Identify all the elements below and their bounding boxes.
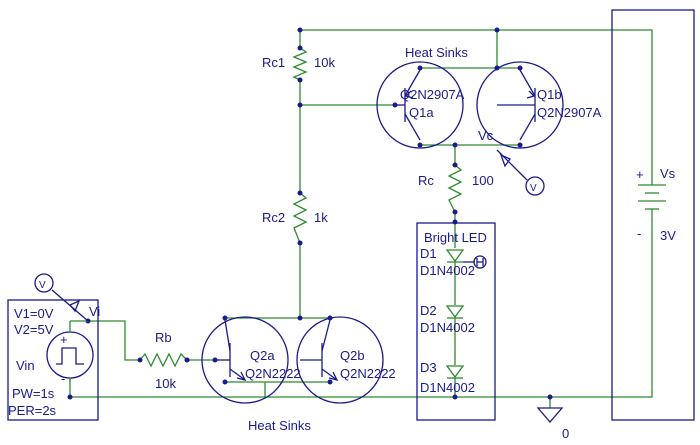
label-q1a: Q1a: [409, 105, 434, 120]
label-pw: PW=1s: [12, 386, 55, 401]
diode-block: [416, 222, 496, 421]
label-rc-value: 100: [472, 173, 494, 188]
label-ground: 0: [562, 426, 569, 441]
junction-dots: [67, 27, 553, 400]
label-vin-minus: -: [61, 371, 65, 386]
label-d1-model: D1N4002: [420, 263, 475, 278]
vs-source-box: [611, 9, 695, 421]
resistor-rc1: [292, 27, 308, 83]
label-rc2: Rc2: [262, 210, 285, 225]
label-vs: Vs: [660, 166, 676, 181]
label-rc: Rc: [418, 173, 434, 188]
label-q1a-model: Q2N2907A: [400, 87, 465, 102]
label-q2b-model: Q2N2222: [340, 366, 396, 381]
diode-d1: [445, 249, 465, 263]
label-rc2-value: 1k: [314, 210, 328, 225]
label-bright-led: Bright LED: [424, 230, 487, 245]
vin-source-box: [7, 299, 99, 421]
label-d2: D2: [420, 303, 437, 318]
resistor-rb: [137, 352, 190, 368]
voltage-probe-vc-icon: [496, 149, 545, 196]
label-rb-value: 10k: [155, 376, 176, 391]
label-d1: D1: [420, 246, 437, 261]
label-heat-sinks-bottom: Heat Sinks: [248, 418, 311, 433]
label-v2: V2=5V: [14, 322, 54, 337]
label-vs-value: 3V: [660, 228, 676, 243]
label-heat-sinks-top: Heat Sinks: [405, 45, 468, 60]
resistor-rc: [447, 162, 463, 215]
label-vc: Vc: [478, 128, 494, 143]
label-vin-plus: +: [60, 332, 68, 347]
label-q1b-model: Q2N2907A: [537, 105, 602, 120]
label-q2a: Q2a: [250, 348, 275, 363]
transistor-q1a: [376, 61, 464, 149]
transistor-q2b: [296, 316, 384, 404]
label-v1: V1=0V: [14, 306, 54, 321]
label-vs-plus: +: [636, 167, 644, 182]
label-rb: Rb: [155, 330, 172, 345]
diode-d3: [445, 365, 465, 379]
voltage-probe-icon: [34, 273, 89, 322]
transistor-q2a: [201, 316, 289, 404]
label-q1b: Q1b: [537, 87, 562, 102]
wires: [69, 29, 653, 408]
label-q2a-model: Q2N2222: [245, 366, 301, 381]
transistor-q1b: [476, 61, 564, 149]
current-probe-icon: [463, 255, 487, 269]
label-d3-model: D1N4002: [420, 380, 475, 395]
label-q2b: Q2b: [340, 348, 365, 363]
label-vs-minus: -: [637, 226, 641, 241]
pulse-source-icon: [46, 320, 94, 382]
label-vin: Vin: [16, 358, 35, 373]
resistor-rc2: [292, 190, 308, 246]
labels: Rc1 10k Rc2 1k Rc 100 Rb 10k Heat Sinks …: [8, 45, 676, 441]
diode-d2: [445, 305, 465, 319]
label-probe-vc: V: [530, 183, 537, 194]
label-probe-vi: V: [39, 280, 46, 291]
label-d3: D3: [420, 360, 437, 375]
ground-icon: [536, 407, 564, 423]
battery-vs: [638, 184, 666, 228]
label-d2-model: D1N4002: [420, 320, 475, 335]
label-rc1: Rc1: [262, 55, 285, 70]
label-vi: Vi: [89, 304, 100, 319]
label-per: PER=2s: [8, 403, 57, 418]
label-rc1-value: 10k: [314, 55, 335, 70]
